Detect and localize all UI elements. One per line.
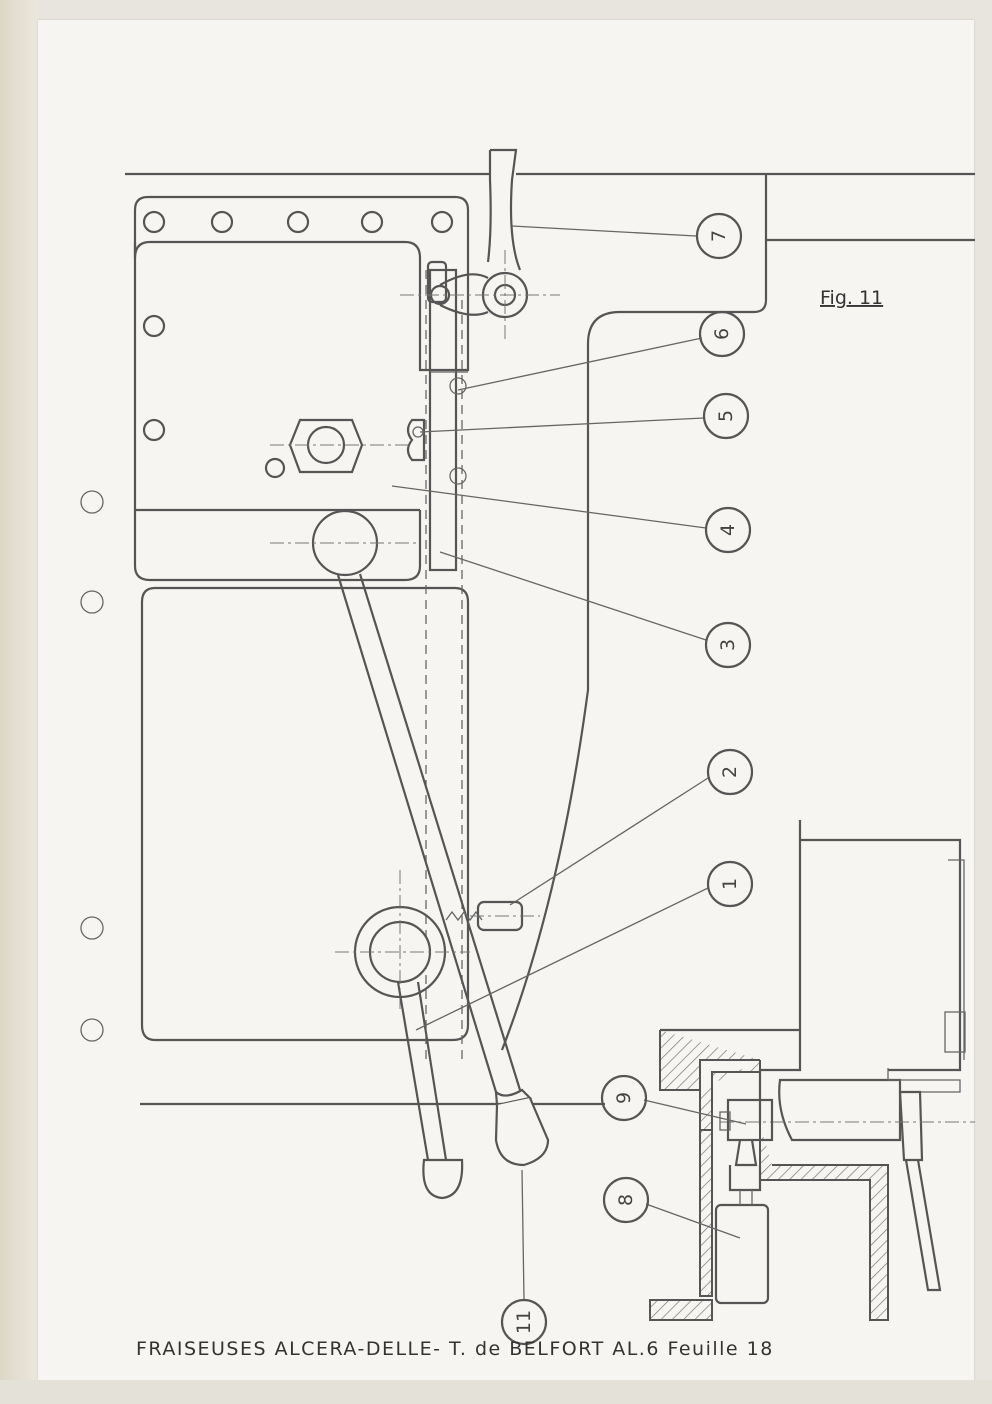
paper-edge [0, 0, 38, 1404]
punch-holes [80, 490, 104, 1042]
figure-label: Fig. 11 [820, 287, 883, 309]
callout-9: 9 [600, 1074, 648, 1122]
callout-6-number: 6 [711, 328, 733, 340]
callout-8-number: 8 [615, 1194, 637, 1206]
callout-5: 5 [702, 392, 750, 440]
callout-8: 8 [602, 1176, 650, 1224]
callout-4-number: 4 [717, 524, 739, 536]
inset-section-view [649, 820, 975, 1321]
callout-11: 11 [500, 1298, 548, 1346]
upper-cover-plate [133, 195, 470, 582]
callout-4: 4 [704, 506, 752, 554]
scan-margin [0, 1380, 992, 1404]
callout-5-number: 5 [715, 410, 737, 422]
callout-7-number: 7 [708, 230, 730, 242]
callout-1: 1 [706, 860, 754, 908]
lever-7 [400, 148, 560, 340]
callout-6: 6 [698, 310, 746, 358]
spring-plunger [445, 900, 540, 932]
callout-11-number: 11 [513, 1310, 535, 1334]
callout-7: 7 [695, 212, 743, 260]
callout-1-number: 1 [719, 878, 741, 890]
callout-3: 3 [704, 621, 752, 669]
footer-caption: FRAISEUSES ALCERA-DELLE- T. de BELFORT A… [136, 1338, 774, 1360]
lower-lever [335, 870, 470, 1200]
callout-leaders [391, 225, 747, 1301]
callout-2-number: 2 [719, 766, 741, 778]
main-lever [270, 509, 550, 1167]
callout-9-number: 9 [613, 1092, 635, 1104]
callout-3-number: 3 [717, 639, 739, 651]
lower-cover-plate [140, 586, 470, 1042]
callout-2: 2 [706, 748, 754, 796]
